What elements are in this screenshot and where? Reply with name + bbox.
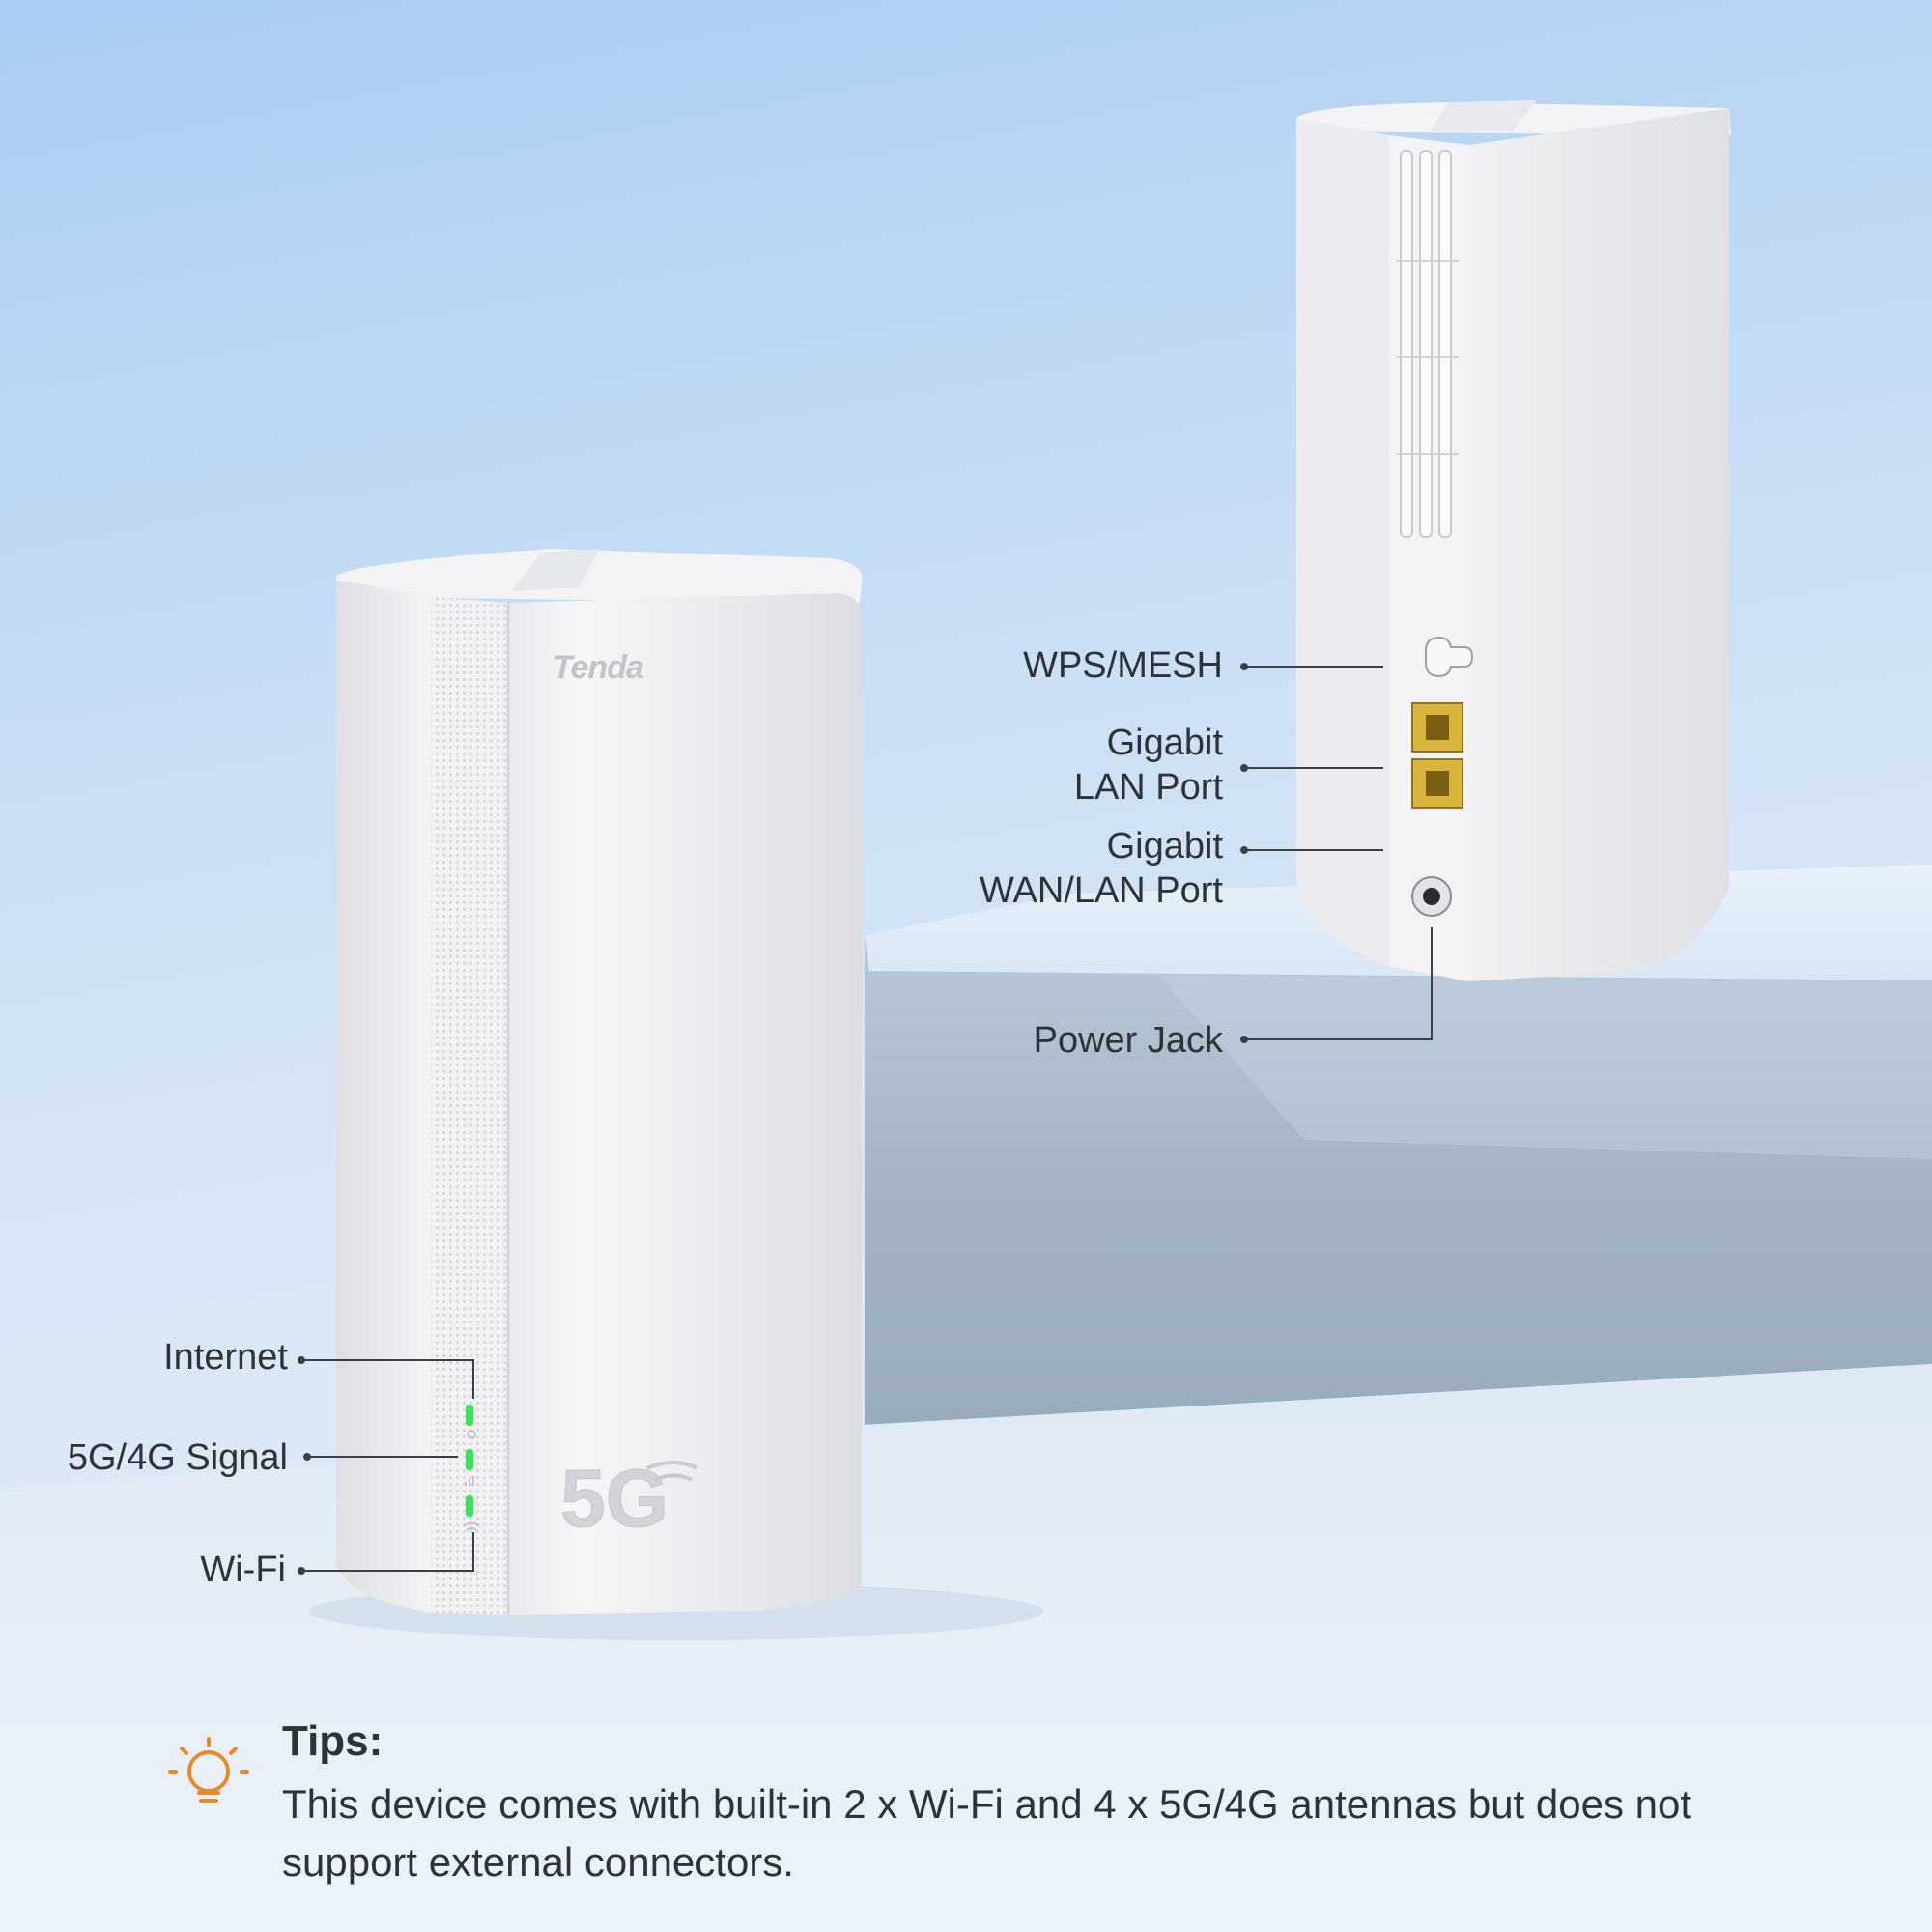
internet-led [466, 1405, 473, 1426]
power-jack [1411, 876, 1452, 917]
internet-label: Internet [163, 1337, 288, 1378]
wan-port-label: Gigabit WAN/LAN Port [980, 824, 1223, 913]
tenda-logo: Tenda [553, 649, 644, 686]
wan-lan-port [1411, 758, 1463, 809]
lan-port-label: Gigabit LAN Port [1074, 721, 1223, 810]
router-front-view: 5G [336, 549, 863, 1615]
power-jack-label: Power Jack [1033, 1020, 1223, 1061]
lan-port-label-line2: LAN Port [1073, 767, 1223, 808]
signal-label: 5G/4G Signal [67, 1437, 288, 1478]
lan-port-label-line1: Gigabit [1106, 723, 1223, 763]
5g-badge: 5G [560, 1453, 698, 1545]
vent-grille [1400, 150, 1452, 538]
wps-mesh-label: WPS/MESH [1023, 645, 1223, 686]
wan-port-label-line1: Gigabit [1106, 826, 1223, 867]
wps-mesh-button [1425, 636, 1474, 678]
router-back-view [1296, 100, 1731, 981]
svg-text:5G: 5G [560, 1453, 668, 1544]
tips-title: Tips: [282, 1718, 384, 1765]
signal-led [466, 1449, 473, 1470]
tips-body: This device comes with built-in 2 x Wi-F… [282, 1781, 1692, 1885]
lan-port [1411, 702, 1463, 753]
wan-port-label-line2: WAN/LAN Port [980, 870, 1223, 911]
wifi-label: Wi-Fi [200, 1549, 286, 1590]
wifi-led [466, 1495, 473, 1517]
lightbulb-icon [168, 1737, 249, 1803]
